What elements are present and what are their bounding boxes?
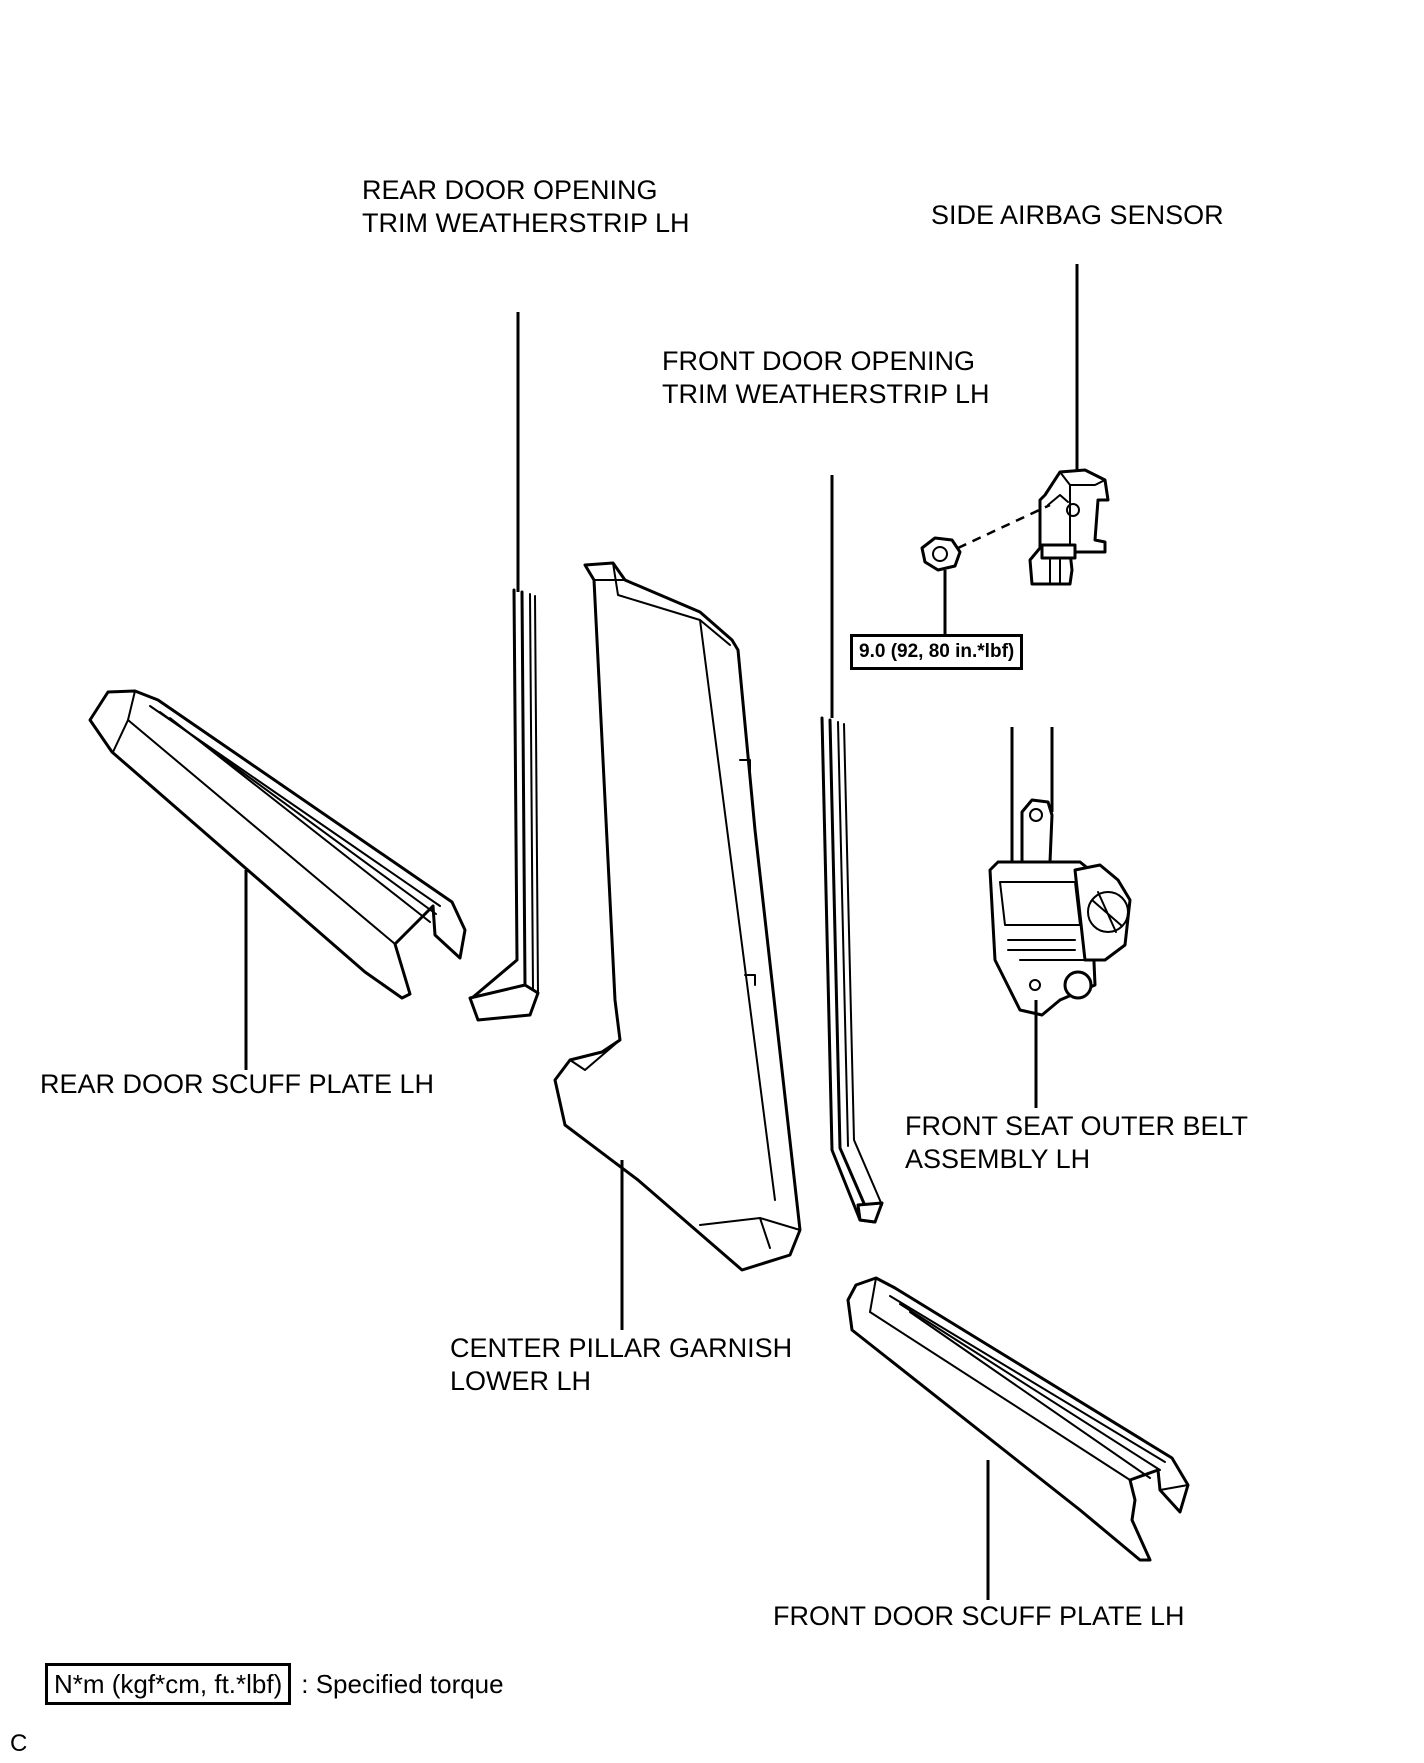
rear-door-scuff-plate (88, 689, 467, 1000)
front-door-scuff-plate (846, 1276, 1190, 1562)
label-front-seat-outer-belt: FRONT SEAT OUTER BELT ASSEMBLY LH (905, 1111, 1249, 1174)
label-rear-door-scuff-plate: REAR DOOR SCUFF PLATE LH (40, 1069, 435, 1099)
label-side-airbag-sensor: SIDE AIRBAG SENSOR (931, 200, 1224, 230)
torque-legend: N*m (kgf*cm, ft.*lbf) : Specified torque (45, 1663, 504, 1705)
torque-value-box: 9.0 (92, 80 in.*lbf) (850, 634, 1024, 670)
front-seat-outer-belt-assembly (988, 798, 1132, 1017)
label-front-door-opening-trim: FRONT DOOR OPENING TRIM WEATHERSTRIP LH (662, 346, 990, 409)
legend-text: : Specified torque (301, 1669, 504, 1699)
rear-door-opening-trim-weatherstrip (468, 588, 540, 1022)
label-rear-door-opening-trim: REAR DOOR OPENING TRIM WEATHERSTRIP LH (362, 175, 690, 238)
nut-to-sensor-dashed-line (957, 503, 1051, 550)
center-pillar-garnish-lower (553, 561, 802, 1272)
front-door-opening-trim-weatherstrip (820, 716, 884, 1224)
legend-unit-box: N*m (kgf*cm, ft.*lbf) (45, 1663, 292, 1705)
side-airbag-sensor (1028, 468, 1110, 586)
label-center-pillar-garnish: CENTER PILLAR GARNISH LOWER LH (450, 1333, 793, 1396)
label-front-door-scuff-plate: FRONT DOOR SCUFF PLATE LH (773, 1601, 1185, 1631)
nut (920, 536, 962, 572)
figure-code: C (10, 1730, 28, 1757)
